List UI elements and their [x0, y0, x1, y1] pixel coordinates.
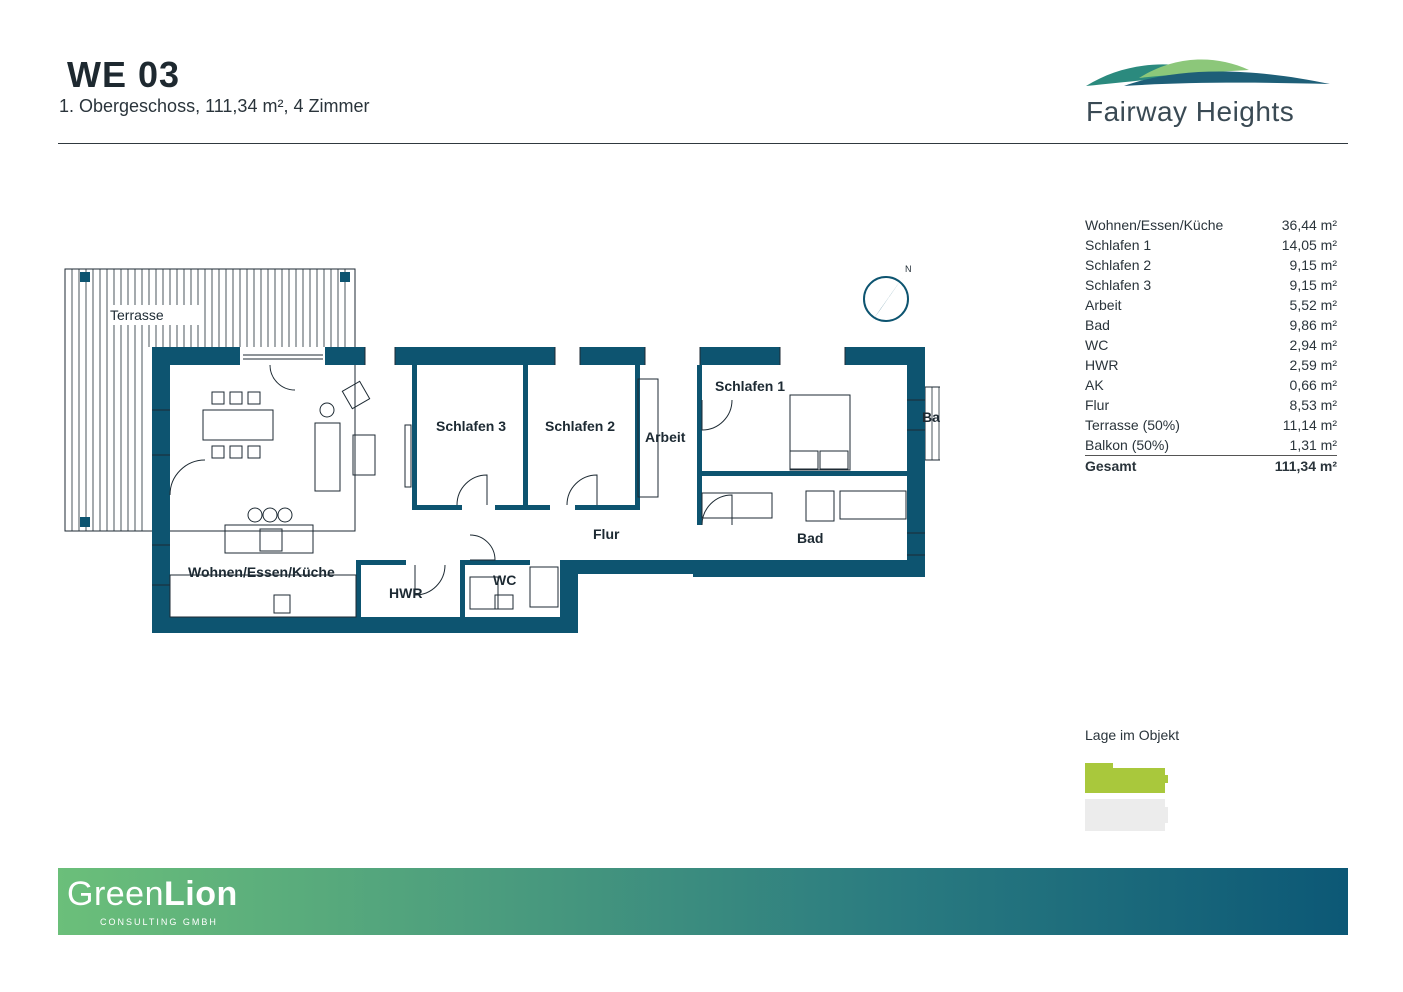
area-row: Schlafen 3 9,15 m²: [1085, 275, 1337, 295]
compass-north-label: N: [905, 264, 912, 274]
area-value: 5,52 m²: [1289, 297, 1337, 313]
header-divider: [58, 143, 1348, 144]
room-label-arbeit: Arbeit: [645, 429, 686, 445]
windows: [152, 347, 925, 586]
area-value: 11,14 m²: [1282, 417, 1337, 433]
compass-icon: N: [863, 264, 912, 322]
area-value: 14,05 m²: [1281, 237, 1337, 253]
room-label-terrasse: Terrasse: [110, 307, 164, 323]
area-row: Balkon (50%) 1,31 m²: [1085, 435, 1337, 456]
area-total-row: Gesamt 111,34 m²: [1085, 456, 1337, 476]
area-value: 9,15 m²: [1289, 257, 1337, 273]
area-name: Wohnen/Essen/Küche: [1085, 217, 1224, 233]
room-label-wohnen: Wohnen/Essen/Küche: [188, 564, 335, 580]
room-label-wc: WC: [493, 572, 516, 588]
area-name: Schlafen 2: [1085, 257, 1152, 273]
room-label-bad: Bad: [797, 530, 823, 546]
company-logo: GreenLion: [67, 875, 238, 914]
room-labels: Terrasse Wohnen/Essen/Küche Schlafen 3 S…: [110, 307, 940, 601]
company-name-light: Green: [67, 875, 164, 913]
area-row: Terrasse (50%) 11,14 m²: [1085, 415, 1337, 435]
area-row: Wohnen/Essen/Küche 36,44 m²: [1085, 215, 1337, 235]
door-swings: [169, 364, 733, 596]
area-table: Wohnen/Essen/Küche 36,44 m² Schlafen 1 14,…: [1085, 215, 1337, 476]
room-label-schlafen3: Schlafen 3: [436, 418, 506, 434]
fairway-heights-logo-icon: [1086, 59, 1330, 86]
area-value: 1,31 m²: [1289, 437, 1337, 453]
area-value: 2,59 m²: [1289, 357, 1337, 373]
area-row: Bad 9,86 m²: [1085, 315, 1337, 335]
unit-title: WE 03: [67, 54, 181, 95]
area-name: Schlafen 3: [1085, 277, 1152, 293]
furniture: [169, 378, 907, 618]
area-name: Schlafen 1: [1085, 237, 1152, 253]
footer-banner: GreenLion CONSULTING GMBH: [58, 868, 1348, 935]
company-name-bold: Lion: [164, 875, 238, 913]
area-value: 0,66 m²: [1289, 377, 1337, 393]
brand-name: Fairway Heights: [1086, 96, 1295, 127]
company-subtitle: CONSULTING GMBH: [100, 917, 218, 927]
area-row: WC 2,94 m²: [1085, 335, 1337, 355]
room-label-balkon: Balkon: [922, 409, 940, 425]
area-row: HWR 2,59 m²: [1085, 355, 1337, 375]
area-name: WC: [1085, 337, 1109, 353]
area-row: Schlafen 1 14,05 m²: [1085, 235, 1337, 255]
area-name: HWR: [1085, 357, 1119, 373]
area-value: 36,44 m²: [1281, 217, 1337, 233]
room-label-hwr: HWR: [389, 585, 422, 601]
building-location-icon: [1085, 763, 1168, 831]
walls: [152, 347, 925, 633]
area-row: AK 0,66 m²: [1085, 375, 1337, 395]
area-row: Arbeit 5,52 m²: [1085, 295, 1337, 315]
area-row: Flur 8,53 m²: [1085, 395, 1337, 415]
area-value: 9,86 m²: [1289, 317, 1337, 333]
room-label-flur: Flur: [593, 526, 620, 542]
area-total-value: 111,34 m²: [1274, 458, 1337, 474]
terrace-decking: [64, 268, 356, 532]
area-name: Arbeit: [1085, 297, 1122, 313]
area-value: 8,53 m²: [1289, 397, 1337, 413]
unit-subtitle: 1. Obergeschoss, 111,34 m², 4 Zimmer: [59, 96, 370, 116]
area-value: 2,94 m²: [1289, 337, 1337, 353]
area-value: 9,15 m²: [1289, 277, 1337, 293]
area-name: Flur: [1085, 397, 1110, 413]
area-total-name: Gesamt: [1085, 458, 1137, 474]
area-name: Balkon (50%): [1085, 437, 1170, 453]
floor-plan: N Terrasse Wohnen/Essen/Küche Schlafen 3…: [64, 264, 940, 633]
area-row: Schlafen 2 9,15 m²: [1085, 255, 1337, 275]
room-label-schlafen1: Schlafen 1: [715, 378, 785, 394]
area-name: Bad: [1085, 317, 1110, 333]
location-label: Lage im Objekt: [1085, 727, 1180, 743]
area-name: AK: [1085, 377, 1104, 393]
area-name: Terrasse (50%): [1085, 417, 1180, 433]
room-label-schlafen2: Schlafen 2: [545, 418, 615, 434]
